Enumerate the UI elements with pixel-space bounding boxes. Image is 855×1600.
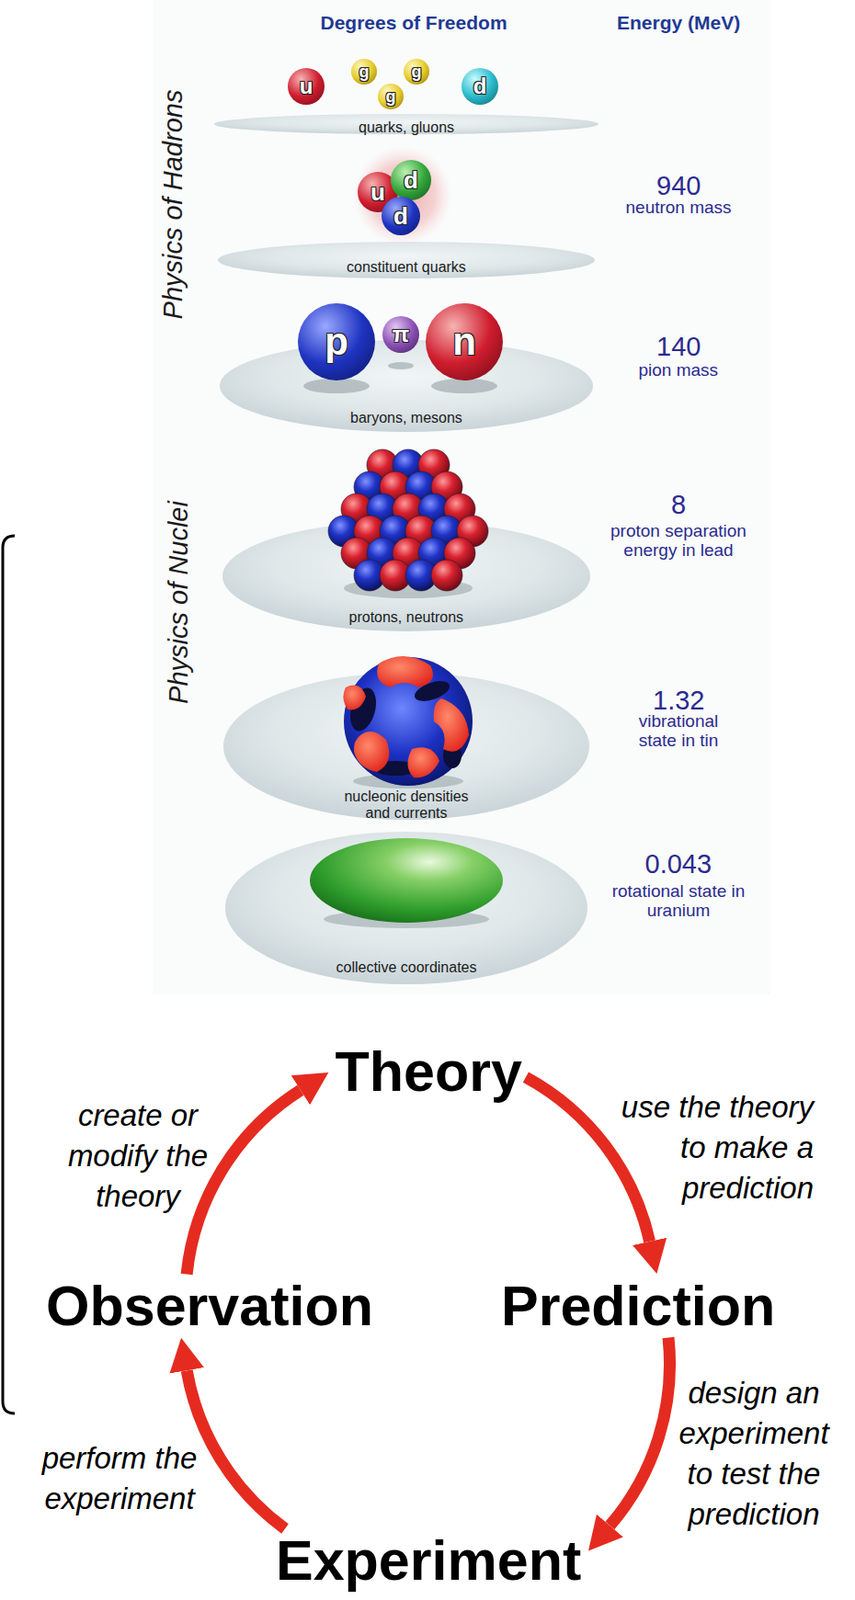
side-bracket <box>2 535 15 1414</box>
collective-ellipsoid <box>309 838 503 929</box>
energy-desc: vibrational state in tin <box>623 711 734 751</box>
cycle-arrow <box>186 1090 301 1275</box>
arrow-label: design an experiment to test the predict… <box>675 1373 833 1536</box>
disk-ellipse <box>219 340 593 433</box>
energy-desc: proton separation energy in lead <box>603 521 755 560</box>
level-label: constituent quarks <box>346 259 467 276</box>
stage-word: Experiment <box>275 1533 582 1590</box>
constituent-glow <box>353 146 453 246</box>
energy-value: 0.043 <box>645 850 713 879</box>
particle-letter: d <box>403 168 419 193</box>
level-disk: nucleonic densities and currents <box>223 672 590 821</box>
level-label: nucleonic densities and currents <box>340 788 474 822</box>
particle-letter: d <box>473 75 488 98</box>
energy-value: 8 <box>671 490 686 520</box>
level-label: baryons, mesons <box>350 410 463 427</box>
gluon-sphere: g <box>351 58 377 85</box>
section-title: Physics of Nuclei <box>163 501 193 705</box>
cycle-stage: Prediction <box>501 1278 776 1335</box>
level-disk: collective coordinates <box>225 832 588 985</box>
level-label: quarks, gluons <box>358 119 455 137</box>
arrow-label: use the theory to make a prediction <box>606 1087 814 1209</box>
particle-letter: d <box>393 204 409 228</box>
column-header: Energy (MeV) <box>616 11 741 34</box>
energy-desc: neutron mass <box>626 197 732 217</box>
baryon-sphere: p <box>297 303 376 381</box>
cycle-stage: Experiment <box>275 1533 582 1590</box>
energy-desc: rotational state in uranium <box>609 881 748 921</box>
level-disk: baryons, mesons <box>219 340 593 433</box>
level-label: protons, neutrons <box>349 609 465 627</box>
cycle-stage: Theory <box>335 1044 523 1101</box>
section-title: Physics of Hadrons <box>159 89 188 320</box>
level-disk: quarks, gluons <box>214 114 599 135</box>
particle-letter: n <box>452 322 477 362</box>
particle-letter: π <box>392 323 410 346</box>
particle-letter: p <box>324 322 349 362</box>
energy-value: 1.32 <box>652 686 705 716</box>
particle-letter: g <box>359 63 370 80</box>
sphere-shadows <box>303 362 498 394</box>
gluon-sphere: g <box>377 83 404 110</box>
hadron-nuclei-panel <box>152 0 771 995</box>
disk-ellipse <box>217 241 595 279</box>
energy-value: 140 <box>656 332 701 362</box>
meson-sphere: π <box>382 316 420 354</box>
level-disk: constituent quarks <box>217 241 595 279</box>
particle-letter: u <box>370 180 386 205</box>
level-disk: protons, neutrons <box>222 521 591 632</box>
particle-letter: g <box>386 88 397 105</box>
cycle-arrow <box>186 1370 285 1529</box>
density-blob <box>342 656 473 789</box>
quark-sphere: d <box>461 68 499 105</box>
baryon-sphere: n <box>425 303 503 381</box>
nucleus-cluster <box>328 449 489 599</box>
particle-letter: g <box>411 63 422 80</box>
cycle-stage: Observation <box>45 1278 374 1335</box>
quark-sphere: d <box>381 196 421 236</box>
gluon-sphere: g <box>403 58 430 85</box>
quark-sphere: d <box>390 159 432 201</box>
disk-ellipse <box>225 832 588 985</box>
stage-word: Theory <box>335 1044 523 1101</box>
particle-letter: u <box>299 75 314 98</box>
energy-value: 940 <box>656 171 701 201</box>
disk-ellipse <box>222 521 591 632</box>
energy-desc: pion mass <box>638 360 719 380</box>
stage-word: Observation <box>45 1278 374 1335</box>
column-header: Degrees of Freedom <box>320 11 508 34</box>
stage-word: Prediction <box>501 1278 776 1335</box>
arrow-label: perform the experiment <box>32 1438 207 1520</box>
cycle-arrow <box>609 1338 670 1528</box>
quark-sphere: u <box>287 68 325 105</box>
arrow-label: create or modify the theory <box>64 1095 212 1218</box>
level-label: collective coordinates <box>336 959 478 977</box>
